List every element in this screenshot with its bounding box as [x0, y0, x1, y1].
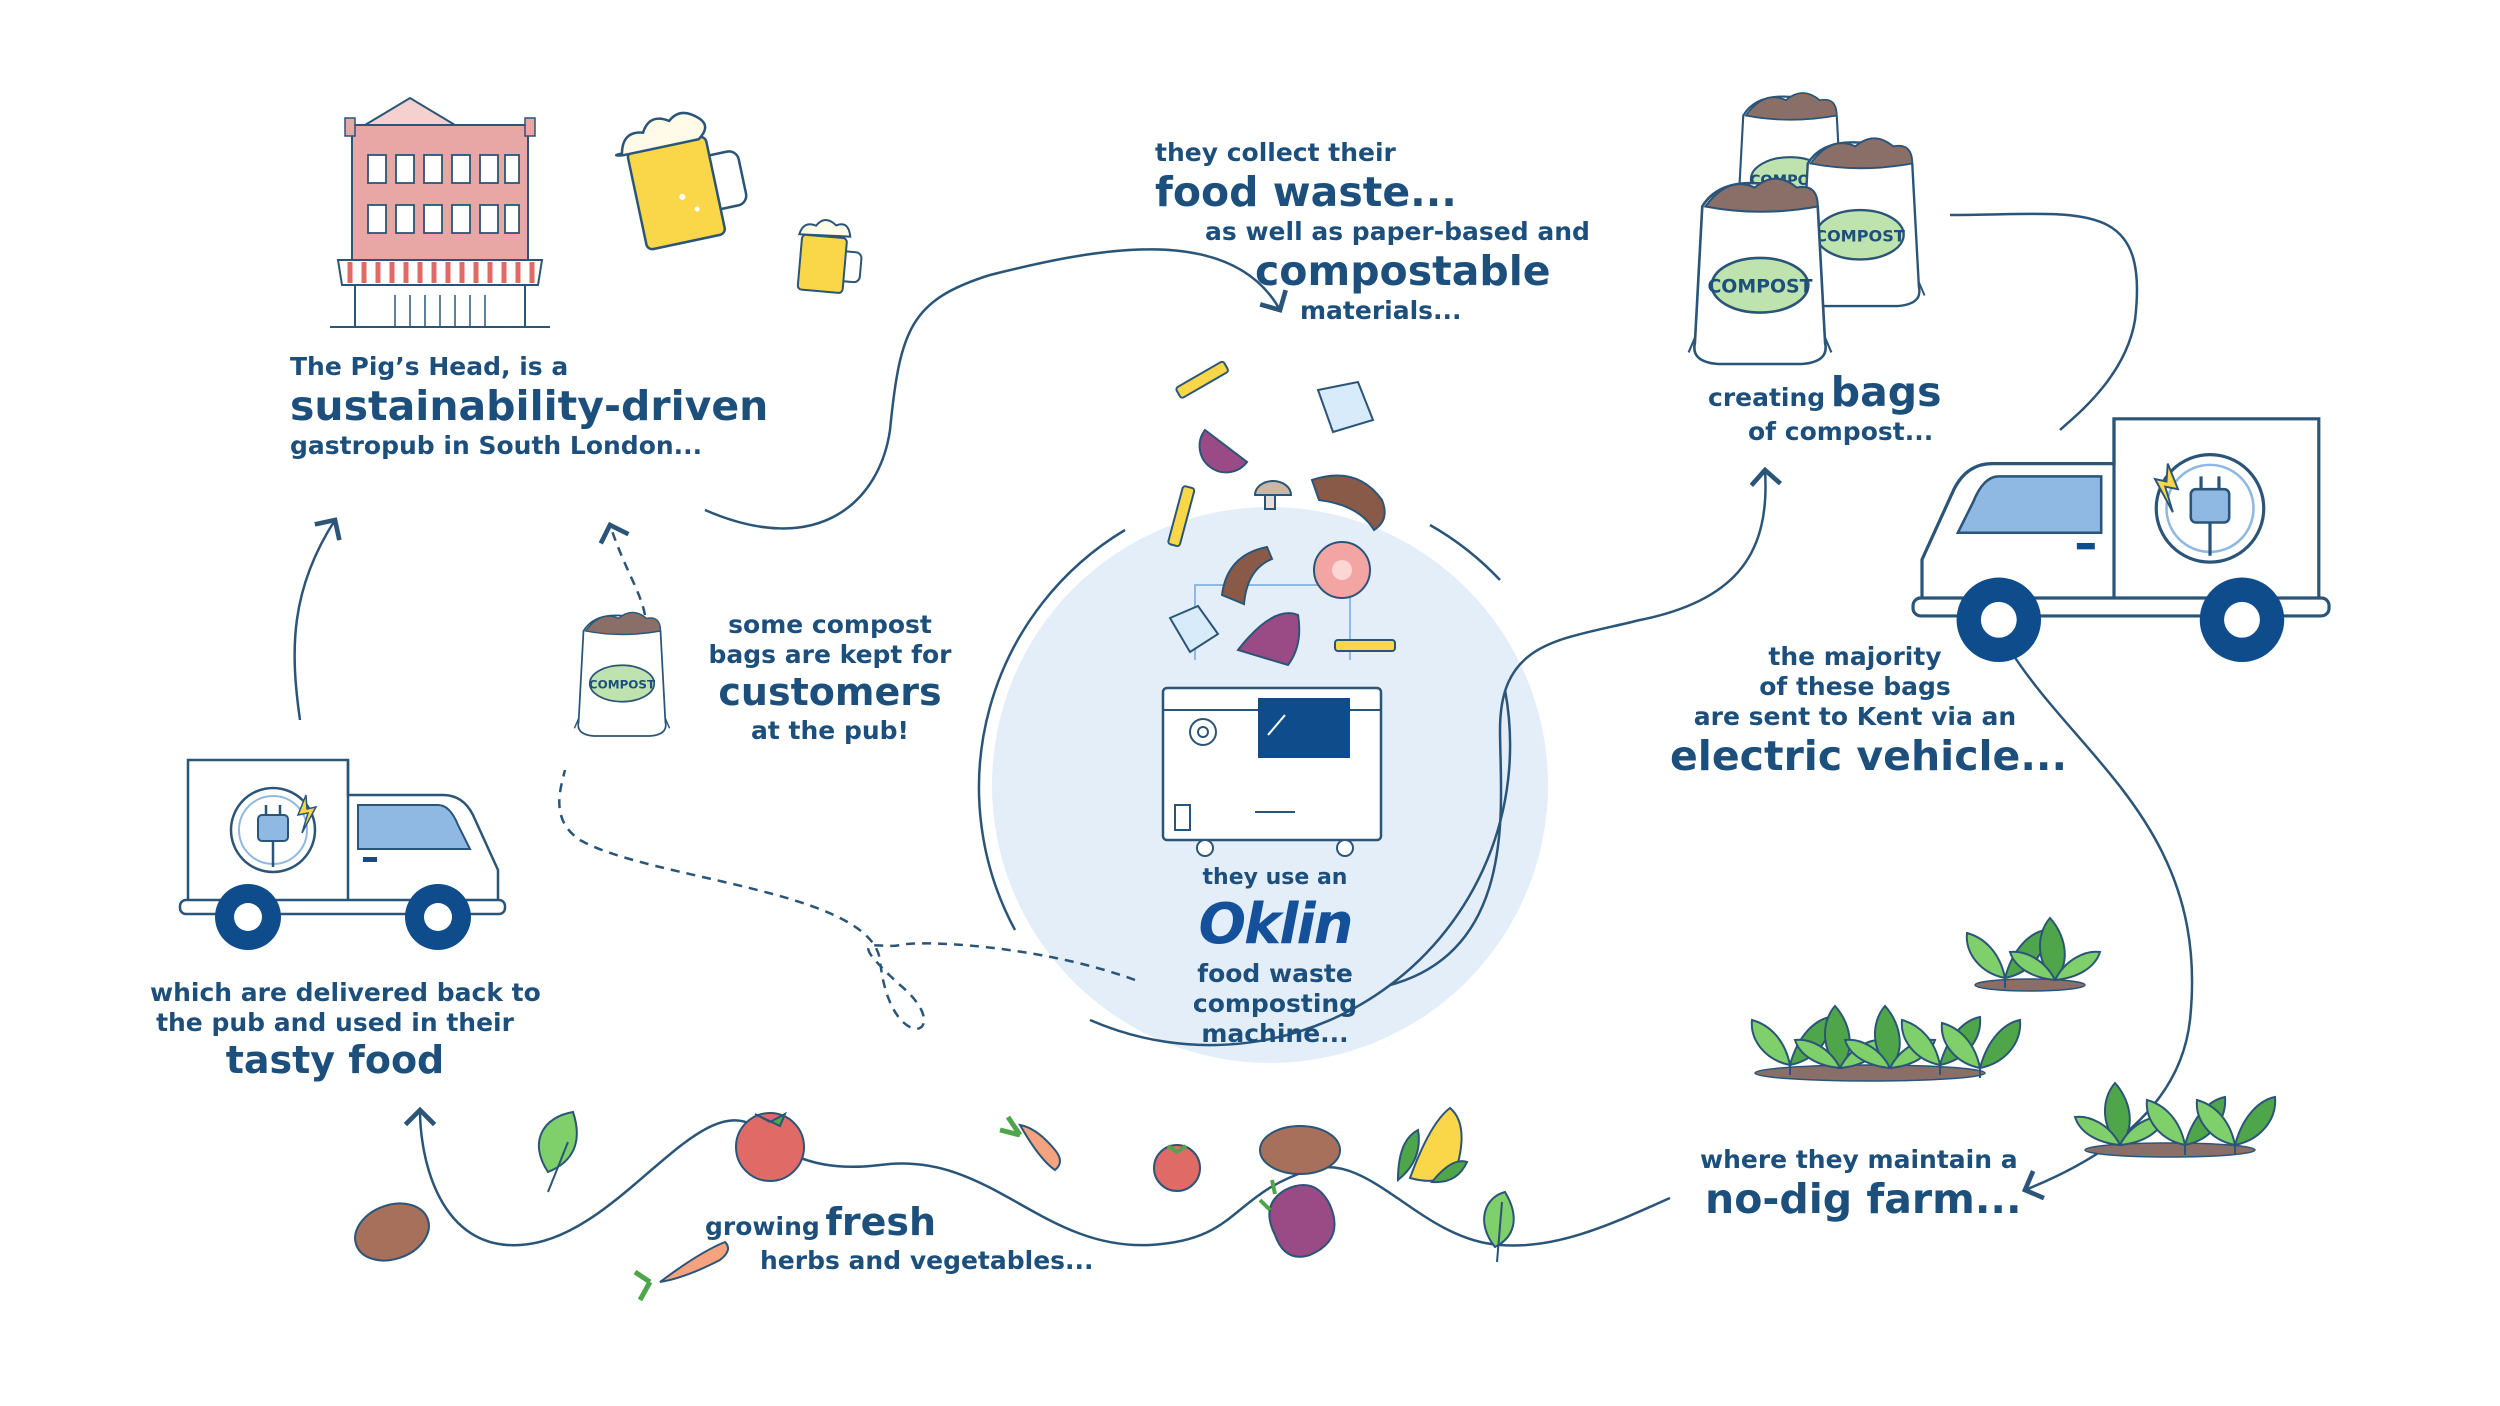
collect-line-4: compostable	[1255, 247, 1551, 296]
collect-description: they collect their food waste... as well…	[1155, 138, 1590, 326]
svg-text:COMPOST: COMPOST	[1815, 226, 1905, 245]
flow-line-pub-to-waste	[704, 248, 1288, 530]
bags-line-1-pre: creating	[1708, 383, 1826, 412]
kept-line-4: at the pub!	[751, 715, 909, 745]
kept-line-1: some compost	[728, 610, 932, 639]
machine-description: they use an Oklin food waste composting …	[1150, 865, 1400, 1049]
pub-description: The Pig’s Head, is a sustainability-driv…	[290, 352, 768, 461]
collect-line-3: as well as paper-based and	[1205, 217, 1590, 247]
compost-bag-icon: COMPOST	[1794, 137, 1926, 308]
collect-line-1: they collect their	[1155, 138, 1396, 167]
cycle-arc-left	[977, 528, 1126, 931]
oklin-logo: Oklin	[1198, 892, 1353, 958]
pub-line-1: The Pig’s Head, is a	[290, 352, 569, 381]
collect-line-5: materials...	[1300, 296, 1462, 326]
grow-line-1-big: fresh	[825, 1200, 937, 1244]
farm-line-1: where they maintain a	[1700, 1145, 2018, 1174]
svg-text:COMPOST: COMPOST	[1707, 276, 1812, 298]
compost-bag-icon: COMPOST	[1687, 177, 1833, 366]
electric-truck-icon	[178, 758, 507, 952]
farm-description: where they maintain a no-dig farm...	[1700, 1145, 2022, 1224]
machine-line-1: they use an	[1202, 865, 1348, 890]
delivered-description: which are delivered back to the pub and …	[150, 978, 541, 1084]
flow-line-truck-to-pub	[293, 517, 342, 721]
farm-line-2: no-dig farm...	[1705, 1175, 2022, 1223]
flow-line-farm-to-truck	[403, 1106, 1671, 1247]
delivered-line-1: which are delivered back to	[150, 978, 541, 1007]
pub-line-2: sustainability-driven	[290, 382, 769, 430]
ev-line-2: of these bags	[1759, 672, 1951, 701]
delivered-line-2: the pub and used in their	[156, 1008, 514, 1037]
delivered-line-3: tasty food	[225, 1038, 445, 1082]
cycle-arc-right	[1089, 689, 1512, 1047]
beer-mug-icon	[614, 111, 748, 251]
machine-line-4: machine...	[1201, 1018, 1349, 1048]
bags-line-2: of compost...	[1748, 417, 1934, 447]
bags-description: creating bags of compost...	[1708, 368, 1942, 447]
vegetable-icon	[354, 1106, 1515, 1302]
seedling-icon	[1750, 917, 2277, 1158]
ev-line-1: the majority	[1768, 642, 1942, 671]
kept-line-3: customers	[718, 670, 942, 714]
grow-description: growing fresh herbs and vegetables...	[705, 1200, 1094, 1276]
cycle-arc-top	[1429, 523, 1501, 581]
pub-line-3: gastropub in South London...	[290, 431, 703, 461]
beer-mug-icon	[796, 218, 863, 294]
collect-line-2: food waste...	[1155, 168, 1457, 216]
svg-text:COMPOST: COMPOST	[589, 677, 656, 691]
grow-line-2: herbs and vegetables...	[760, 1245, 1094, 1275]
kept-description: some compost bags are kept for customers…	[700, 610, 960, 746]
machine-line-3: composting	[1192, 988, 1358, 1018]
ev-line-4: electric vehicle...	[1670, 732, 2068, 780]
ev-line-3: are sent to Kent via an	[1693, 702, 2017, 731]
ev-description: the majority of these bags are sent to K…	[1670, 642, 2068, 781]
kept-line-2: bags are kept for	[708, 640, 952, 669]
flow-line-bags-to-truck	[1949, 212, 2139, 431]
electric-truck-icon	[1911, 417, 2331, 664]
bags-line-1-big: bags	[1830, 368, 1942, 416]
food-waste-icons	[1167, 360, 1396, 667]
pub-building-icon	[330, 96, 550, 328]
compost-bag-icon: COMPOST	[573, 611, 671, 737]
flow-line-kept-bag-to-pub	[598, 521, 647, 616]
grow-line-1-pre: growing	[705, 1212, 820, 1241]
machine-line-2: food waste	[1197, 958, 1353, 988]
flow-line-machine-to-bags	[1389, 466, 1783, 987]
